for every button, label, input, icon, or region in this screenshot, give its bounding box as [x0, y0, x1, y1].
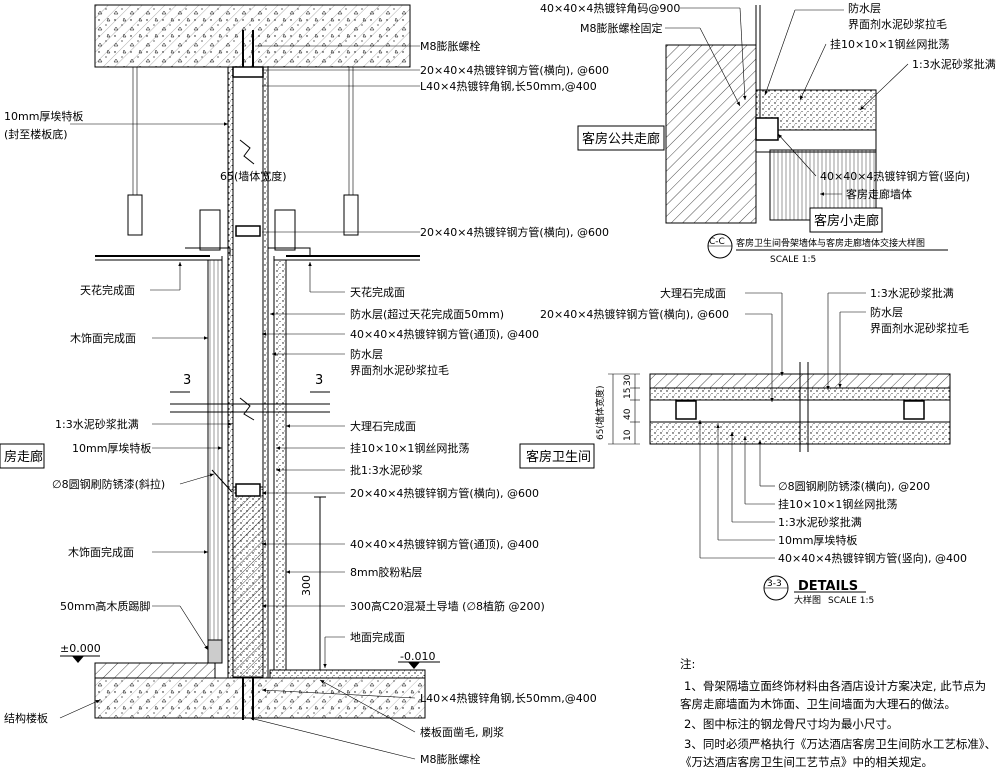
d3-dim-65: 65(墙体宽度): [594, 386, 606, 440]
d3-dim-30: 30: [623, 374, 633, 386]
label-slab-chisel: 楼板面凿毛, 刷浆: [420, 725, 504, 739]
bathroom-floor: [269, 669, 426, 679]
label-tube-full2: 40×40×4热镀锌钢方管(通顶), @400: [350, 537, 539, 551]
notes-line-1: 1、骨架隔墙立面终饰材料由各酒店设计方案决定, 此节点为: [684, 679, 986, 693]
label-ceiling-finish-r: 天花完成面: [350, 285, 405, 299]
wood-finish: [207, 259, 223, 664]
label-tube-full: 40×40×4热镀锌钢方管(通顶), @400: [350, 327, 539, 341]
cc-label-mortar: 1:3水泥砂浆批满: [912, 57, 996, 71]
cc-label-corridor-wall: 客房走廊墙体: [846, 187, 912, 201]
label-plate-10mm-a: 10mm厚埃特板: [4, 109, 83, 123]
cc-label-waterproof: 防水层: [848, 1, 881, 15]
label-mortar: 1:3水泥砂浆批满: [55, 417, 139, 431]
d3-label-interface: 界面剂水泥砂浆拉毛: [870, 321, 969, 335]
concrete-guide-wall: [232, 486, 264, 678]
label-mesh: 挂10×10×1钢丝网批荡: [350, 441, 469, 455]
skirting: [207, 639, 223, 664]
label-tube-h2: 20×40×4热镀锌钢方管(横向), @600: [420, 225, 609, 239]
bathroom-tag-box: 客房卫生间: [519, 443, 595, 469]
notes: 注: 1、骨架隔墙立面终饰材料由各酒店设计方案决定, 此节点为 客房走廊墙面为木…: [680, 657, 996, 769]
notes-line-2: 客房走廊墙面为木饰面、卫生间墙面为大理石的做法。: [680, 697, 956, 711]
d3-title: DETAILS: [798, 579, 858, 594]
label-waterproof: 防水层: [350, 347, 383, 361]
main-section: [60, 4, 440, 720]
d3-label-mortar2: 1:3水泥砂浆批满: [778, 515, 862, 529]
label-plate-10mm-2: 10mm厚埃特板: [72, 441, 151, 455]
label-ceiling-finish: 天花完成面: [80, 283, 135, 297]
cc-mark: C-C: [709, 237, 725, 247]
section-mark-right: 3: [315, 373, 323, 388]
label-waterproof-over: 防水层(超过天花完成面50mm): [350, 307, 504, 321]
label-interface: 界面剂水泥砂浆拉毛: [350, 363, 449, 377]
notes-line-4: 3、同时必须严格执行《万达酒店客房卫生间防水工艺标准》、: [684, 737, 996, 751]
corridor-tag-box: 房走廊: [0, 443, 45, 469]
cc-label-m8: M8膨胀螺栓固定: [580, 21, 663, 35]
label-angle-top: L40×4热镀锌角钢,长50mm,@400: [420, 79, 597, 93]
label-floor-finish: 地面完成面: [350, 630, 405, 644]
label-marble: 大理石完成面: [350, 419, 416, 433]
label-glue-layer: 8mm胶粉粘层: [350, 565, 422, 579]
label-wood-finish-1: 木饰面完成面: [70, 331, 136, 345]
steel-tube-full: [232, 66, 264, 488]
label-level-zero: ±0.000: [60, 642, 101, 655]
marble-finish: [273, 259, 287, 671]
cc-title: 客房卫生间骨架墙体与客房走廊墙体交接大样图: [736, 237, 925, 249]
label-structure-slab: 结构楼板: [4, 711, 48, 725]
label-mortar-batch: 批1:3水泥砂浆: [350, 463, 423, 477]
cc-small-corridor: 客房小走廊: [814, 213, 879, 229]
notes-line-5: 《万达酒店客房卫生间工艺节点》中的相关规定。: [680, 755, 933, 769]
cc-label-tube-v: 40×40×4热镀锌钢方管(竖向): [820, 169, 970, 183]
notes-heading: 注:: [680, 657, 695, 671]
d3-subtitle: 大样图: [794, 594, 821, 606]
label-skirting: 50mm高木质踢脚: [60, 599, 150, 613]
d3-dim-10: 10: [623, 429, 633, 441]
d3-dim-15: 15: [623, 388, 633, 399]
label-m8-bolt-top: M8膨胀螺栓: [420, 39, 481, 53]
detail-c: 40×40×4热镀锌角码@900 M8膨胀螺栓固定 防水层 界面剂水泥砂浆拉毛 …: [540, 1, 996, 265]
d3-label-tube-v: 40×40×4热镀锌钢方管(竖向), @400: [778, 551, 967, 565]
d3-mark: 3-3: [767, 579, 782, 589]
d3-label-plate: 10mm厚埃特板: [778, 533, 857, 547]
label-level-minus: -0.010: [400, 650, 435, 663]
d3-label-waterproof: 防水层: [870, 305, 903, 319]
d3-label-round-bar: ∅8圆钢刷防锈漆(横向), @200: [778, 479, 930, 493]
label-wood-finish-2: 木饰面完成面: [68, 545, 134, 559]
cc-scale: SCALE 1:5: [770, 255, 816, 265]
left-labels: 10mm厚埃特板 (封至楼板底) 天花完成面 木饰面完成面 1:3水泥砂浆批满 …: [4, 109, 232, 725]
cc-label-mesh: 挂10×10×1钢丝网批荡: [830, 37, 949, 51]
notes-line-3: 2、图中标注的钢龙骨尺寸均为最小尺寸。: [684, 717, 898, 731]
label-concrete-wall: 300高C20混凝土导墙 (∅8植筋 @200): [350, 599, 545, 613]
d3-label-marble: 大理石完成面: [660, 286, 726, 300]
corridor-floor: [94, 662, 216, 679]
cc-label-angle: 40×40×4热镀锌角码@900: [540, 1, 680, 15]
cc-label-interface: 界面剂水泥砂浆拉毛: [848, 17, 947, 31]
label-dim-300: 300: [300, 575, 313, 596]
cc-public-corridor: 客房公共走廊: [582, 131, 660, 147]
d3-label-mesh: 挂10×10×1钢丝网批荡: [778, 497, 897, 511]
label-round-bar: ∅8圆钢刷防锈漆(斜拉): [52, 477, 165, 491]
section-mark-left: 3: [183, 373, 191, 388]
bathroom-tag: 客房卫生间: [526, 449, 591, 465]
corridor-tag: 房走廊: [4, 449, 43, 465]
d3-label-tube-h: 20×40×4热镀锌钢方管(横向), @600: [540, 307, 729, 321]
label-angle-bottom: L40×4热镀锌角钢,长50mm,@400: [420, 691, 597, 705]
detail-3: 大理石完成面 20×40×4热镀锌钢方管(横向), @600 1:3水泥砂浆批满…: [540, 286, 969, 606]
d3-label-mortar: 1:3水泥砂浆批满: [870, 286, 954, 300]
right-labels: M8膨胀螺栓 20×40×4热镀锌钢方管(横向), @600 L40×4热镀锌角…: [220, 39, 609, 766]
d3-scale: SCALE 1:5: [828, 596, 874, 606]
label-plate-10mm-b: (封至楼板底): [4, 127, 68, 141]
label-tube-h1: 20×40×4热镀锌钢方管(横向), @600: [420, 63, 609, 77]
label-wall-width: 65(墙体宽度): [220, 169, 287, 183]
d3-dim-40: 40: [623, 408, 633, 420]
label-m8-bolt-bottom: M8膨胀螺栓: [420, 752, 481, 766]
label-tube-h3: 20×40×4热镀锌钢方管(横向), @600: [350, 486, 539, 500]
